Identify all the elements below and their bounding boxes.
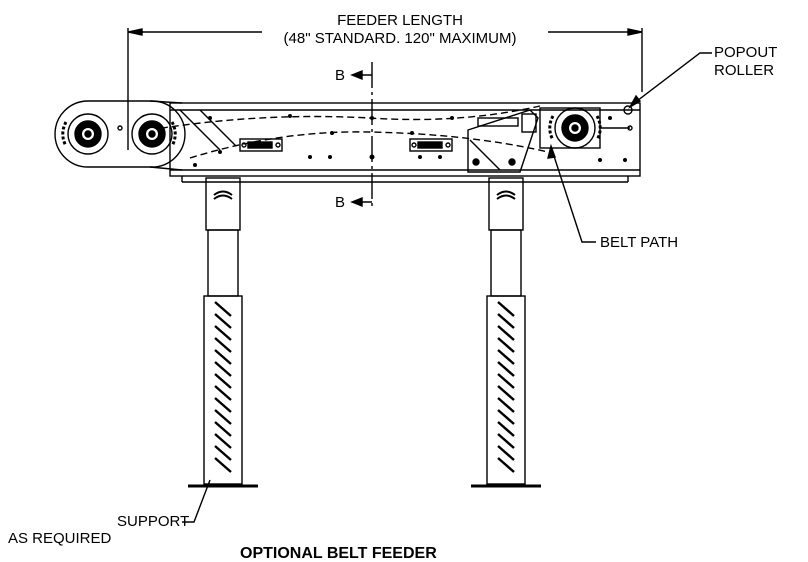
feeder-length-title: FEEDER LENGTH bbox=[337, 12, 463, 29]
drive-pulley-assembly bbox=[467, 107, 633, 173]
section-label-top: B bbox=[335, 67, 346, 84]
section-label-bottom: B bbox=[335, 194, 346, 211]
conveyor-frame bbox=[169, 102, 641, 183]
feeder-length-dimension bbox=[127, 28, 643, 150]
section-line-b bbox=[350, 62, 373, 208]
support-label-1: SUPPORT bbox=[117, 513, 190, 530]
popout-leader bbox=[628, 52, 712, 109]
belt-path-label: BELT PATH bbox=[600, 234, 679, 251]
support-leg-left bbox=[188, 177, 258, 488]
take-up-bracket-left bbox=[239, 138, 283, 152]
support-leg-right bbox=[471, 177, 541, 488]
belt-path-leader bbox=[547, 143, 596, 243]
popout-roller-label-1: POPOUT bbox=[714, 44, 778, 61]
take-up-bracket-right bbox=[409, 138, 453, 152]
support-leader bbox=[182, 479, 211, 523]
feeder-length-subtitle: (48" STANDARD. 120" MAXIMUM) bbox=[283, 30, 517, 47]
popout-roller-label-2: ROLLER bbox=[714, 62, 775, 79]
left-pulley-assembly bbox=[54, 100, 186, 171]
belt-path-line bbox=[149, 105, 549, 159]
popout-roller bbox=[623, 105, 633, 115]
support-label-2: AS REQUIRED bbox=[8, 530, 112, 547]
